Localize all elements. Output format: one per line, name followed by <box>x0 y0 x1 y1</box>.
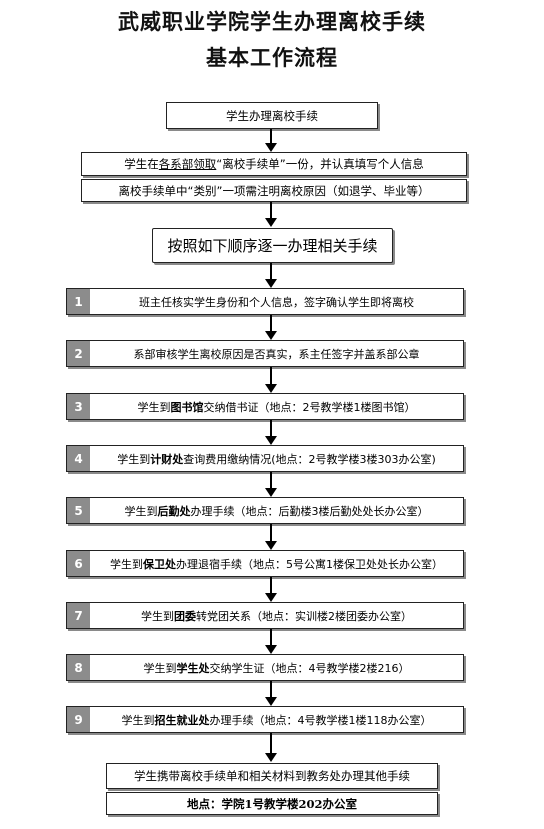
step-text: 学生到招生就业处办理手续（地点：4号教学楼1楼118办公室） <box>121 713 432 727</box>
final-text-2: 地点：学院1号教学楼202办公室 <box>186 796 357 811</box>
connector-line <box>270 202 272 219</box>
step-text: 学生到后勤处办理手续（地点：后勤楼3楼后勤处处长办公室） <box>124 504 429 518</box>
step-text: 班主任核实学生身份和个人信息，签字确认学生即将离校 <box>139 295 414 309</box>
step-number: 2 <box>67 341 90 366</box>
step-box: 2 系部审核学生离校原因是否真实，系主任签字并盖系部公章 <box>66 340 464 367</box>
step-text: 学生到图书馆交纳借书证（地点：2号教学楼1楼图书馆） <box>137 400 416 414</box>
connector-line <box>270 629 272 646</box>
instruction-text: 按照如下顺序逐一办理相关手续 <box>167 237 378 255</box>
arrow-icon <box>265 331 277 340</box>
step-box: 5 学生到后勤处办理手续（地点：后勤楼3楼后勤处处长办公室） <box>66 497 464 524</box>
step-text: 学生到团委转党团关系（地点：实训楼2楼团委办公室） <box>141 609 412 623</box>
info-text-1: 学生在各系部领取“离校手续单”一份，并认真填写个人信息 <box>124 157 424 171</box>
step-number: 1 <box>67 289 90 314</box>
step-box: 4 学生到计财处查询费用缴纳情况(地点：2号教学楼3楼303办公室) <box>66 445 464 472</box>
connector-line <box>270 129 272 145</box>
step-text: 学生到保卫处办理退宿手续（地点：5号公寓1楼保卫处处长办公室） <box>110 557 443 571</box>
start-box: 学生办理离校手续 <box>166 102 378 129</box>
step-text: 系部审核学生离校原因是否真实，系主任签字并盖系部公章 <box>133 347 420 361</box>
step-text: 学生到学生处交纳学生证（地点：4号教学楼2楼216） <box>143 661 410 675</box>
start-box-label: 学生办理离校手续 <box>226 108 318 123</box>
arrow-icon <box>265 384 277 393</box>
step-number: 8 <box>67 655 90 680</box>
instruction-box: 按照如下顺序逐一办理相关手续 <box>152 228 393 263</box>
step-number: 5 <box>67 498 90 523</box>
arrow-icon <box>265 488 277 497</box>
step-box: 8 学生到学生处交纳学生证（地点：4号教学楼2楼216） <box>66 654 464 681</box>
connector-line <box>270 733 272 754</box>
arrow-icon <box>265 218 277 227</box>
page-title: 武威职业学院学生办理离校手续 <box>118 9 426 34</box>
step-number: 9 <box>67 707 90 732</box>
arrow-icon <box>265 753 277 762</box>
step-number: 3 <box>67 394 90 419</box>
connector-line <box>270 472 272 489</box>
connector-line <box>270 263 272 280</box>
final-box-location: 地点：学院1号教学楼202办公室 <box>106 792 438 815</box>
step-box: 6 学生到保卫处办理退宿手续（地点：5号公寓1楼保卫处处长办公室） <box>66 550 464 577</box>
step-box: 3 学生到图书馆交纳借书证（地点：2号教学楼1楼图书馆） <box>66 393 464 420</box>
connector-line <box>270 681 272 698</box>
final-box-academic-affairs: 学生携带离校手续单和相关材料到教务处办理其他手续 <box>106 763 438 789</box>
connector-line <box>270 524 272 542</box>
arrow-icon <box>265 645 277 654</box>
step-number: 6 <box>67 551 90 576</box>
final-text-1: 学生携带离校手续单和相关材料到教务处办理其他手续 <box>134 769 410 783</box>
arrow-icon <box>265 436 277 445</box>
arrow-icon <box>265 697 277 706</box>
step-box: 9 学生到招生就业处办理手续（地点：4号教学楼1楼118办公室） <box>66 706 464 733</box>
step-number: 4 <box>67 446 90 471</box>
connector-line <box>270 420 272 437</box>
page-subtitle: 基本工作流程 <box>206 45 338 70</box>
info-box-receive-form: 学生在各系部领取“离校手续单”一份，并认真填写个人信息 <box>81 152 467 176</box>
step-box: 7 学生到团委转党团关系（地点：实训楼2楼团委办公室） <box>66 602 464 629</box>
connector-line <box>270 577 272 594</box>
arrow-icon <box>265 143 277 152</box>
connector-line <box>270 315 272 332</box>
info-box-category-note: 离校手续单中“类别”一项需注明离校原因（如退学、毕业等） <box>81 179 467 202</box>
step-box: 1 班主任核实学生身份和个人信息，签字确认学生即将离校 <box>66 288 464 315</box>
info-text-2: 离校手续单中“类别”一项需注明离校原因（如退学、毕业等） <box>118 183 430 198</box>
arrow-icon <box>265 541 277 550</box>
step-text: 学生到计财处查询费用缴纳情况(地点：2号教学楼3楼303办公室) <box>117 452 436 466</box>
arrow-icon <box>265 593 277 602</box>
step-number: 7 <box>67 603 90 628</box>
arrow-icon <box>265 279 277 288</box>
connector-line <box>270 367 272 385</box>
